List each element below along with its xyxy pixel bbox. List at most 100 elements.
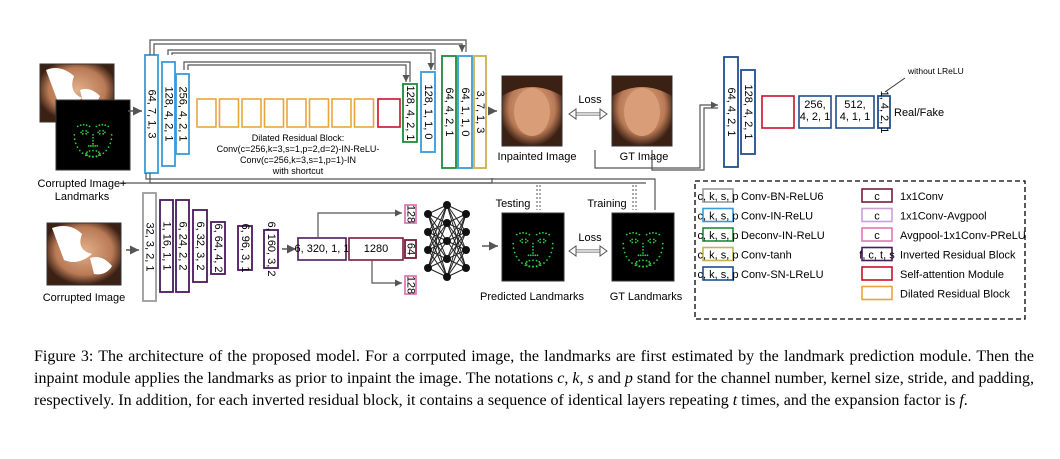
legend-text: Conv-BN-ReLU6 — [741, 191, 824, 203]
landmark-dot — [642, 242, 644, 245]
nn-edge — [427, 222, 448, 269]
legend-text: Conv-tanh — [741, 249, 792, 261]
nn-edge — [427, 240, 448, 269]
landmark-dot — [87, 145, 90, 147]
caption-part: . — [963, 392, 968, 409]
landmark-dot — [92, 155, 94, 158]
decoder-block-3: 64, 4, 2, 1 — [441, 55, 457, 169]
landmark-dot — [656, 259, 658, 262]
legend-text: Self-attention Module — [900, 269, 1004, 281]
decoder-block-5-label: 3, 7, 1, 3 — [474, 91, 486, 134]
landmark-dot — [635, 260, 638, 263]
legend-box — [694, 180, 1026, 320]
lm-branch-mid-label: 64 — [405, 243, 417, 255]
landmark-dot — [515, 255, 518, 258]
decoder-block-1: 128, 4, 2, 1 — [402, 83, 418, 143]
lm-head-fc: 1280 — [348, 237, 404, 261]
gt-landmark-dots — [622, 231, 664, 268]
landmark-dot — [622, 247, 625, 250]
landmark-dot — [76, 125, 79, 128]
landmark-dot — [96, 145, 99, 147]
lm-block-3: 6, 24, 2, 2 — [175, 199, 190, 293]
disc-block-4: 512,4, 1, 1 — [835, 95, 875, 129]
encoder-block-1-box — [144, 54, 159, 174]
nn-node — [443, 237, 451, 245]
landmark-dot — [632, 231, 634, 234]
landmark-dot — [550, 251, 553, 254]
landmark-dot — [92, 145, 94, 147]
dilated-block-1 — [196, 98, 217, 128]
landmark-dot — [661, 247, 664, 250]
landmark-dot — [542, 241, 545, 244]
legend-swatch-label: c, k, s, p — [698, 269, 739, 281]
landmark-dot — [654, 240, 657, 242]
landmark-dot — [81, 152, 84, 155]
legend-swatch — [702, 227, 734, 242]
landmark-dot — [642, 252, 644, 254]
landmark-dot — [73, 138, 76, 141]
landmark-dot — [635, 232, 638, 235]
landmark-dot — [542, 231, 544, 234]
lm-branch-bottom: 128 — [404, 275, 417, 295]
lm-block-5-box — [210, 221, 226, 275]
lm-block-1: 32, 3, 2, 1 — [142, 192, 157, 302]
landmark-dot — [515, 233, 518, 236]
landmark-dot — [81, 129, 84, 132]
landmark-dot — [636, 240, 639, 242]
landmark-dot — [94, 145, 97, 147]
legend-text: 1x1Conv — [900, 191, 944, 203]
landmark-dot — [625, 233, 628, 236]
nn-node — [462, 264, 470, 272]
landmark-dot — [534, 254, 537, 257]
lm-branch-mid: 64 — [404, 239, 417, 259]
landmark-dot — [653, 262, 655, 264]
lm-block-5: 6, 64, 4, 2 — [210, 221, 226, 275]
lm-branch-bottom-box — [404, 275, 417, 295]
caption-part: Figure 3: The architecture of the propos… — [34, 348, 1034, 387]
landmark-dot — [645, 233, 648, 236]
landmark-dot — [532, 265, 534, 268]
landmark-dot — [642, 254, 644, 257]
landmark-dot — [95, 125, 98, 128]
lm-block-2-box — [159, 199, 174, 293]
landmark-dot — [525, 264, 528, 266]
caption-part: and — [593, 370, 625, 387]
nn-node — [424, 264, 432, 272]
inpainted-image — [501, 75, 563, 147]
caption-part: times, and the expansion factor is — [737, 392, 960, 409]
lm-block-7-box — [263, 229, 279, 269]
landmark-dot — [85, 152, 88, 155]
landmark-dot — [519, 240, 522, 242]
landmark-dot — [97, 154, 100, 156]
landmark-dot — [89, 145, 92, 147]
training-label: Training — [587, 198, 626, 210]
skip-connections — [149, 39, 467, 82]
landmark-dot — [629, 232, 631, 235]
landmark-dot — [97, 151, 100, 154]
landmark-dot — [95, 155, 98, 158]
lm-block-7-label: 6, 160, 3, 2 — [265, 221, 277, 276]
landmark-dot — [109, 142, 112, 145]
landmark-dot — [551, 242, 554, 245]
landmark-dot — [79, 124, 82, 127]
encoder-block-2-label: 128, 4, 2, 1 — [163, 86, 175, 141]
landmark-dot — [532, 254, 534, 257]
landmark-dot — [649, 264, 652, 267]
lm-block-6: 6, 96, 3, 1 — [237, 224, 253, 272]
loss-top-arrow — [568, 108, 608, 120]
landmark-dot — [525, 260, 528, 263]
landmark-dot — [551, 247, 554, 250]
landmark-dot — [512, 242, 515, 245]
disc-block-2-label: 128, 4, 2, 1 — [742, 84, 754, 139]
disc-block-3-label-a: 256, — [804, 99, 825, 111]
legend-swatch-label: c, k, s, p — [698, 230, 739, 242]
caption-var-p: p — [624, 370, 633, 387]
nn-edge — [446, 213, 467, 260]
disc-block-1: 64, 4, 2, 1 — [723, 56, 739, 168]
legend-text: Avgpool-1x1Conv-PReLU — [900, 230, 1026, 242]
landmark-dot — [92, 136, 94, 139]
